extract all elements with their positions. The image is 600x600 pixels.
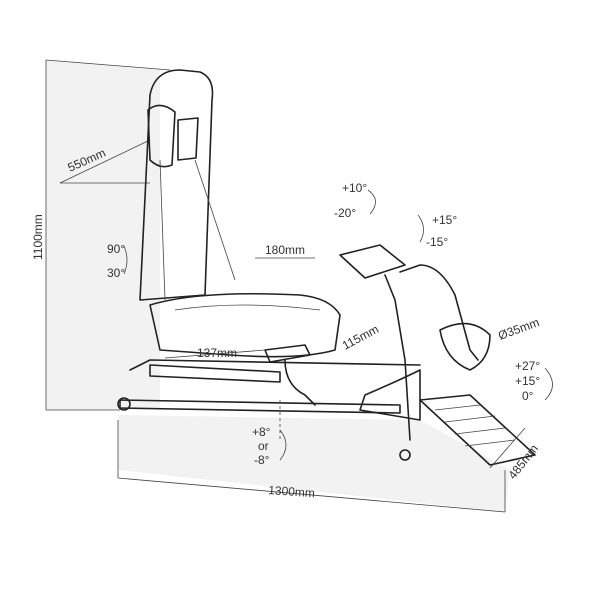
seat-tilt-or-label: or [258,439,269,453]
backrest-min-label: 30° [107,266,125,280]
length-dim-line [117,477,506,513]
base-plane [118,415,510,512]
seat-cushion [149,292,341,358]
wheel-column [384,264,479,441]
depth-dim-line [489,427,526,469]
backrest-arc-arrow [123,245,128,275]
pedal-offset-label: 115mm [340,322,381,353]
wheel-rotate-arc-arrow [417,214,424,243]
width-dim-line [59,139,151,184]
seat-wheel-label: 180mm [265,243,305,257]
pedal-plate [419,394,536,466]
pedal-low-label: 0° [522,389,534,403]
backrest-max-label: 90° [107,242,125,256]
seat-slide-label: 137mm [197,346,237,360]
harness-slots [147,104,199,168]
wheel-tilt-down-label: -20° [334,206,356,220]
base-width-label: 485mm [505,442,541,482]
seat-tilt-arc-arrow [279,429,287,461]
shifter-mount [264,344,316,406]
seat-backrest [139,69,214,301]
height-plane [46,60,160,410]
tube-diameter-label: Ø35mm [496,315,541,343]
seat-rails [149,364,281,383]
wheel-tilt-up-label: +10° [342,181,367,195]
wheel-rotate-up-label: +15° [432,213,457,227]
wheel-plate [339,244,406,279]
base-frame [119,399,401,414]
seat-tilt-up-label: +8° [252,425,271,439]
seat-tilt-down-label: -8° [254,453,270,467]
front-foot [359,369,421,421]
pedal-high-label: +27° [515,359,540,373]
tube-joint [439,322,491,371]
wheel-tilt-arc-arrow [367,189,376,215]
height-label: 1100mm [31,214,45,260]
pedal-arc-arrow [544,367,553,401]
wheel-rotate-down-label: -15° [426,235,448,249]
pedal-mid-label: +15° [515,374,540,388]
length-label: 1300mm [268,483,316,500]
